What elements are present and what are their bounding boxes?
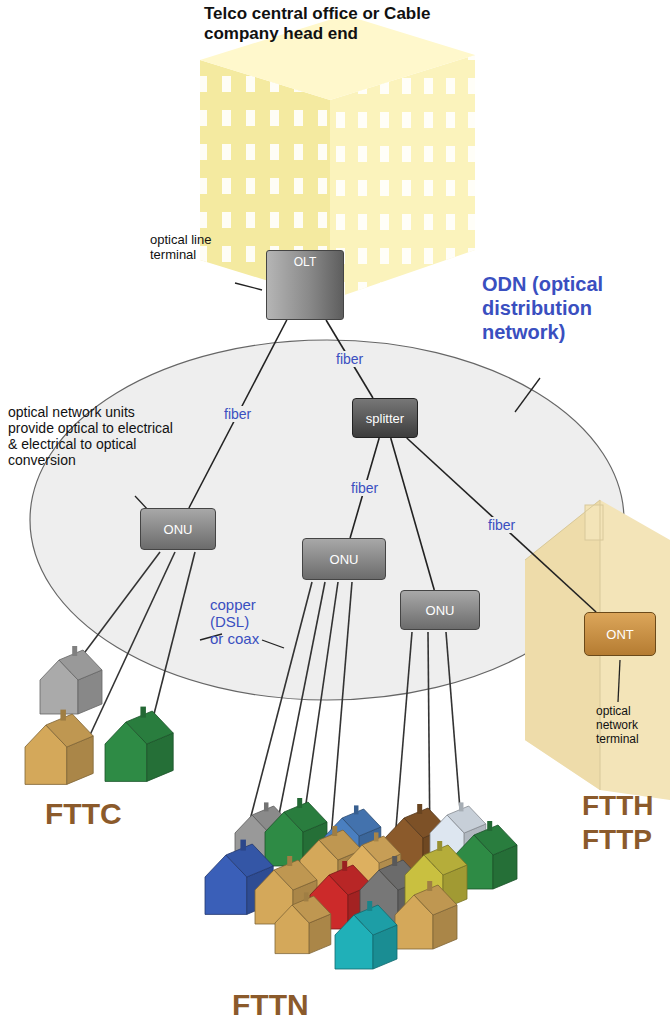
house-part	[287, 856, 292, 866]
title: Telco central office or Cable company he…	[204, 4, 430, 43]
house-part	[126, 711, 173, 744]
node-text: ONU	[164, 522, 193, 537]
onu-box: ONU	[302, 538, 386, 580]
house-part	[264, 802, 269, 811]
node-text: splitter	[366, 411, 404, 426]
ont-box: ONT	[584, 612, 656, 656]
house-part	[437, 841, 442, 851]
edge-label: fiber	[486, 517, 517, 533]
callout-label: optical network terminal	[596, 704, 639, 746]
edge-label: fiber	[222, 406, 253, 422]
house-part	[140, 707, 146, 718]
node-text: ONU	[426, 603, 455, 618]
house-part	[392, 856, 397, 866]
edge-label: fiber	[349, 480, 380, 496]
access-type-label-box: FTTC	[45, 797, 165, 831]
access-type-label-box: FTTN	[232, 988, 352, 1022]
house-part	[60, 710, 66, 721]
house-part	[487, 821, 492, 831]
fiber-connector	[189, 320, 287, 508]
house-part	[284, 802, 327, 832]
house-part	[424, 845, 467, 875]
callout-label-box: optical line terminal	[150, 232, 232, 262]
olt-rack: OLT	[266, 250, 344, 320]
edge-label: fiber	[334, 351, 365, 367]
house-part	[427, 881, 432, 891]
node-text: ONT	[606, 627, 633, 642]
title-box: Telco central office or Cable company he…	[204, 4, 466, 44]
house-part	[459, 802, 464, 811]
house-part	[447, 806, 486, 833]
access-type-label: FTTC	[45, 797, 122, 830]
node-text: OLT	[294, 255, 316, 269]
access-type-label-box: FTTH	[582, 790, 668, 822]
house-part	[240, 840, 246, 851]
house-part	[46, 714, 93, 747]
fiber-connector	[391, 438, 435, 590]
access-type-label: FTTP	[582, 824, 652, 855]
house-part	[414, 885, 457, 915]
fiber-connector	[407, 438, 596, 612]
house-part	[274, 860, 317, 890]
medium-label-box: copper (DSL) or coax	[210, 596, 264, 647]
onu-box: ONU	[400, 590, 480, 630]
callout-label-box: optical network units provide optical to…	[8, 404, 176, 468]
house-part	[474, 825, 517, 855]
house-part	[367, 901, 372, 911]
house-part	[354, 905, 397, 935]
node-text: ONU	[330, 552, 359, 567]
house-part	[354, 805, 359, 814]
house-part	[342, 861, 347, 871]
house-part	[59, 650, 102, 680]
house-part	[332, 826, 337, 836]
house-part	[226, 844, 273, 877]
onu-box: ONU	[140, 508, 216, 550]
leader-lines	[135, 283, 620, 702]
splitter-box: splitter	[352, 398, 418, 438]
house-part	[304, 892, 309, 901]
house-part	[374, 832, 379, 841]
house-part	[72, 646, 77, 656]
houses	[25, 646, 517, 969]
callout-label: optical line terminal	[150, 232, 211, 262]
callout-label-box: optical network terminal	[596, 704, 666, 746]
access-type-label: FTTN	[232, 988, 309, 1021]
access-type-label: FTTH	[582, 790, 654, 821]
region-label-box: ODN (optical distribution network)	[482, 272, 667, 344]
house-part	[297, 798, 302, 808]
callout-label: optical network units provide optical to…	[8, 404, 173, 468]
access-type-label-box: FTTP	[582, 824, 668, 856]
medium-label: copper (DSL) or coax	[210, 596, 259, 647]
house-part	[417, 804, 422, 814]
fiber-connector	[326, 320, 373, 398]
ftth-house	[525, 500, 670, 800]
house-part	[342, 809, 381, 836]
house-part	[292, 896, 331, 923]
region-label: ODN (optical distribution network)	[482, 273, 603, 343]
